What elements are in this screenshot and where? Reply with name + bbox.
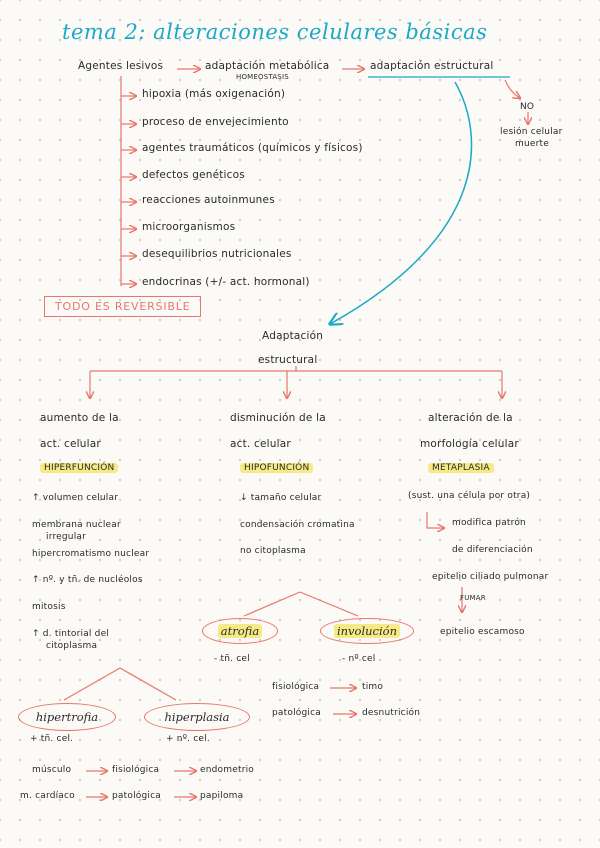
muerte-label: muerte: [515, 139, 549, 149]
inv-patologica: patológica: [272, 708, 321, 718]
hyp-papiloma: papiloma: [200, 791, 244, 801]
metaplasia-tag: METAPLASIA: [428, 463, 494, 473]
homeostasis-label: HOMEOSTASIS: [236, 73, 289, 81]
atrofia-sub: - tñ. cel: [214, 654, 250, 664]
agentes-lesivos: Agentes lesivos: [78, 60, 164, 72]
adaptacion-metabolica: adaptación metabólica: [205, 60, 330, 72]
hyp-fisiologica: fisiológica: [112, 765, 160, 775]
agent-item: agentes traumáticos (químicos y físicos): [142, 142, 363, 154]
hiperfuncion-tag: HIPERFUNCIÓN: [40, 463, 119, 473]
atrofia-oval: atrofia: [202, 618, 278, 644]
adaptacion-estructural: adaptación estructural: [370, 60, 494, 72]
col1-item: ↑ nº. y tñ. de nucléolos: [32, 575, 143, 585]
col3-line2: morfología celular: [420, 438, 519, 450]
col3-item: modifica patrón: [452, 518, 526, 528]
col1-item: citoplasma: [46, 641, 98, 651]
lesion-celular: lesión celular: [500, 127, 563, 137]
col3-item: FUMAR: [460, 594, 486, 602]
adaptacion-title: Adaptación: [262, 330, 324, 342]
involucion-sub: - nº cel: [342, 654, 376, 664]
adaptacion-subtitle: estructural: [258, 354, 318, 366]
inv-desnutricion: desnutrición: [362, 708, 421, 718]
col2-line1: disminución de la: [230, 412, 326, 424]
agent-item: hipoxia (más oxigenación): [142, 88, 286, 100]
col3-item: (sust. una célula por otra): [408, 491, 531, 501]
col1-line1: aumento de la: [40, 412, 119, 424]
hyp-cardiaco: m. cardíaco: [20, 791, 75, 801]
col2-item: no citoplasma: [240, 546, 306, 556]
agent-item: microorganismos: [142, 221, 236, 233]
reversible-box: TODO ES REVERSIBLE: [44, 296, 202, 317]
col3-line1: alteración de la: [428, 412, 513, 424]
col1-line2: act. celular: [40, 438, 101, 450]
col2-line2: act. celular: [230, 438, 291, 450]
col1-item: ↑ d. tintorial del: [32, 629, 110, 639]
hipertrofia-sub: + tñ. cel.: [30, 734, 74, 744]
involucion-label: involución: [333, 624, 401, 638]
page-title: tema 2: alteraciones celulares básicas: [62, 20, 488, 44]
agent-item: endocrinas (+/- act. hormonal): [142, 276, 310, 288]
col3-item: de diferenciación: [452, 545, 533, 555]
hyp-patologica: patológica: [112, 791, 161, 801]
agent-item: proceso de envejecimiento: [142, 116, 289, 128]
col2-item: ↓ tamaño celular: [240, 493, 322, 503]
col3-item: epitelio ciliado pulmonar: [432, 572, 549, 582]
hyp-endometrio: endometrio: [200, 765, 255, 775]
no-label: NO: [520, 102, 535, 112]
atrofia-label: atrofia: [217, 624, 263, 638]
col1-item: hipercromatismo nuclear: [32, 549, 150, 559]
agent-item: reacciones autoinmunes: [142, 194, 275, 206]
col1-item: irregular: [46, 532, 87, 542]
hiperplasia-sub: + nº. cel.: [166, 734, 210, 744]
hipertrofia-oval: hipertrofia: [18, 703, 116, 731]
hipofuncion-tag: HIPOFUNCIÓN: [240, 463, 314, 473]
col3-item: epitelio escamoso: [440, 627, 525, 637]
hipertrofia-label: hipertrofia: [35, 710, 99, 724]
col2-item: condensación cromatina: [240, 520, 355, 530]
col1-item: ↑ volumen celular: [32, 493, 119, 503]
hyp-musculo: músculo: [32, 765, 72, 775]
col1-item: mitosis: [32, 602, 66, 612]
col1-item: membrana nuclear: [32, 520, 121, 530]
involucion-oval: involución: [320, 618, 414, 644]
hiperplasia-oval: hiperplasia: [144, 703, 250, 731]
hiperplasia-label: hiperplasia: [164, 710, 230, 724]
agent-item: defectos genéticos: [142, 169, 245, 181]
agent-item: desequilibrios nutricionales: [142, 248, 292, 260]
inv-timo: timo: [362, 682, 384, 692]
inv-fisiologica: fisiológica: [272, 682, 320, 692]
